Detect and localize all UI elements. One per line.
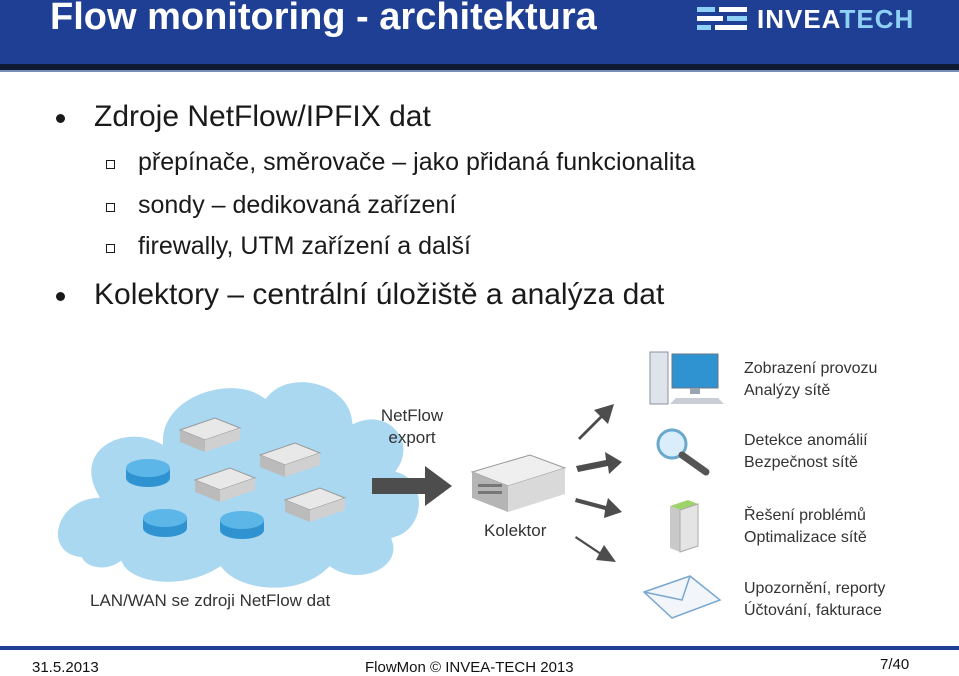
sub-bullet-1-text: přepínače, směrovače – jako přidaná funk… (138, 148, 696, 176)
lan-wan-label: LAN/WAN se zdroji NetFlow dat (90, 591, 331, 610)
server-icon (258, 442, 322, 477)
slide-title: Flow monitoring - architektura (50, 0, 597, 38)
company-logo: INVEATECH (697, 4, 937, 34)
bullet-dot-icon (56, 292, 65, 301)
magnifier-icon (656, 428, 710, 476)
output-label-1-line1: Zobrazení provozu (744, 360, 878, 377)
output-arrow-icon (578, 404, 614, 440)
collector-server-icon (470, 454, 567, 512)
output-label-4-line1: Upozornění, reporty (744, 580, 886, 597)
server-icon (193, 467, 257, 502)
server-tower-icon (670, 500, 699, 553)
page-number: 7/40 (880, 656, 910, 673)
sub-bullet-3-text: firewally, UTM zařízení a další (138, 232, 471, 260)
export-arrow-icon (372, 466, 452, 506)
logo-text-b: TECH (839, 4, 915, 34)
server-icon (178, 417, 242, 452)
router-icon (143, 509, 187, 537)
header-divider-light (0, 70, 959, 72)
logo-text-a: INVEA (757, 4, 840, 34)
router-icon (126, 459, 170, 487)
footer-divider (0, 646, 959, 650)
output-label-3-line2: Optimalizace sítě (744, 529, 867, 546)
output-arrow-icon (575, 498, 622, 518)
footer-copyright: FlowMon © INVEA-TECH 2013 (365, 659, 574, 676)
output-arrow-icon (576, 452, 622, 474)
bullet-collectors-text: Kolektory – centrální úložiště a analýza… (94, 278, 665, 311)
netflow-export-line2: export (388, 428, 436, 447)
envelope-icon (642, 575, 722, 619)
header-divider (0, 64, 959, 70)
server-icon (283, 487, 347, 522)
output-label-3: Řešení problémů Optimalizace sítě (744, 505, 867, 549)
output-label-4: Upozornění, reporty Účtování, fakturace (744, 578, 885, 622)
computer-icon (649, 351, 724, 405)
netflow-export-label: NetFlow export (376, 405, 448, 449)
output-label-2-line1: Detekce anomálií (744, 432, 868, 449)
output-label-1-line2: Analýzy sítě (744, 382, 831, 399)
output-label-1: Zobrazení provozu Analýzy sítě (744, 358, 877, 402)
slide-header (0, 0, 959, 64)
logo-wordmark: INVEATECH (757, 4, 914, 35)
output-label-2-line2: Bezpečnost sítě (744, 454, 858, 471)
collector-label: Kolektor (484, 521, 547, 540)
footer-date: 31.5.2013 (32, 659, 99, 676)
square-bullet-icon (106, 244, 115, 253)
logo-mark-icon (697, 7, 747, 30)
output-arrow-icon (575, 536, 616, 562)
output-label-4-line2: Účtování, fakturace (744, 602, 882, 619)
bullet-dot-icon (56, 114, 65, 123)
sub-bullet-2-text: sondy – dedikovaná zařízení (138, 191, 457, 219)
router-icon (220, 511, 264, 539)
output-label-2: Detekce anomálií Bezpečnost sítě (744, 430, 868, 474)
square-bullet-icon (106, 160, 115, 169)
netflow-export-line1: NetFlow (380, 406, 444, 425)
bullet-sources-text: Zdroje NetFlow/IPFIX dat (94, 100, 431, 133)
output-label-3-line1: Řešení problémů (744, 507, 866, 524)
square-bullet-icon (106, 203, 115, 212)
